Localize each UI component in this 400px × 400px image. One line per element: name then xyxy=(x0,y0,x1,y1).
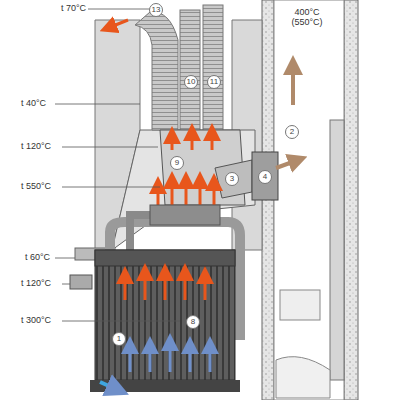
callout-number: 1 xyxy=(112,332,126,346)
temperature-label: t 120°C xyxy=(20,142,52,152)
temperature-label: t 550°C xyxy=(20,182,52,192)
callout-number: 8 xyxy=(186,315,200,329)
callout-number: 13 xyxy=(149,3,163,17)
temperature-label: 400°C (550°C) xyxy=(282,8,332,28)
callout-number: 2 xyxy=(285,125,299,139)
temperature-label: t 60°C xyxy=(24,253,51,263)
temperature-label: t 70°C xyxy=(60,4,87,14)
callout-number: 10 xyxy=(184,75,198,89)
temperature-label: t 300°C xyxy=(20,316,52,326)
temperature-label: t 40°C xyxy=(20,99,47,109)
callout-number: 11 xyxy=(207,75,221,89)
callout-number: 4 xyxy=(258,170,272,184)
callout-number: 3 xyxy=(225,172,239,186)
callout-number: 9 xyxy=(170,156,184,170)
temperature-label: t 120°C xyxy=(20,279,52,289)
